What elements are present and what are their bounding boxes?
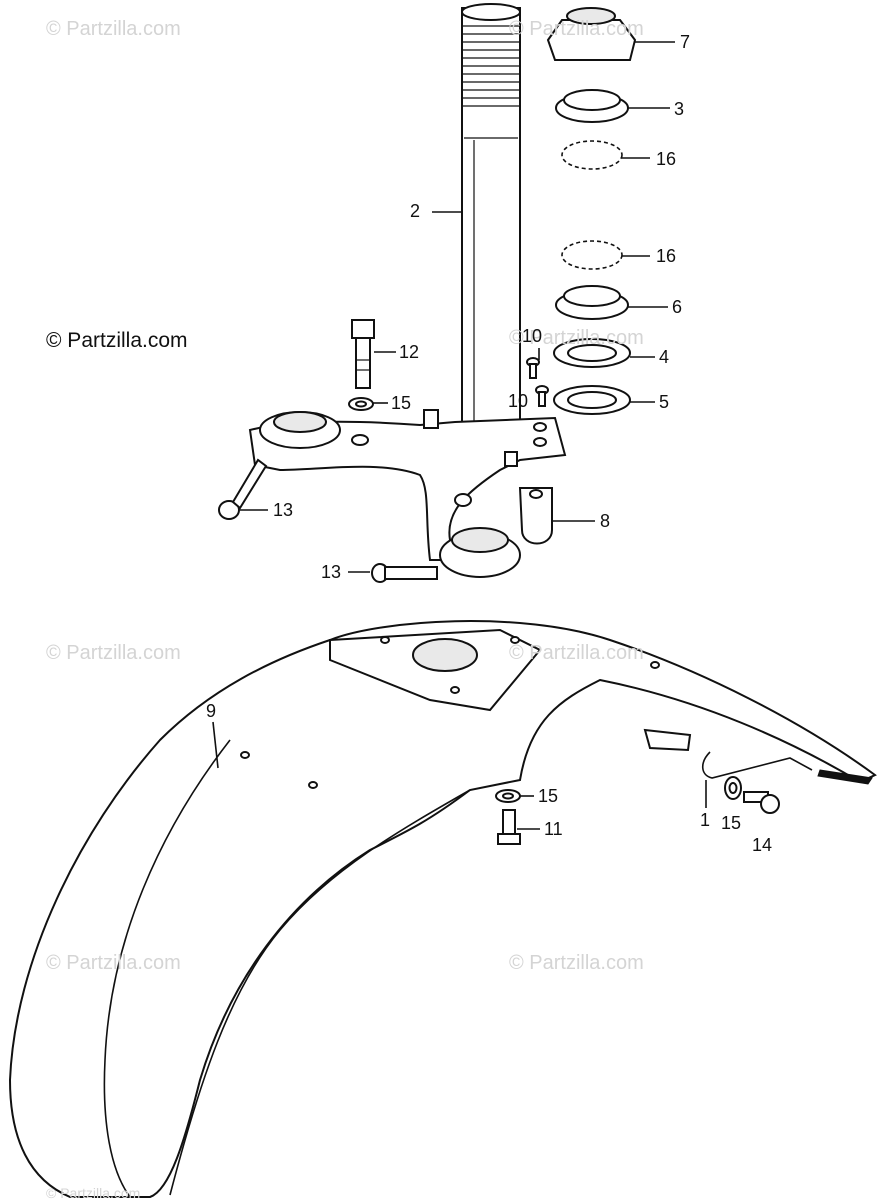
callout-10-lower[interactable]: 10: [508, 391, 529, 411]
under-bracket[interactable]: [248, 409, 567, 578]
callout-8[interactable]: 8: [600, 511, 611, 531]
watermark: © Partzilla.com: [509, 642, 644, 664]
bottom-cone-race-part-6[interactable]: [555, 285, 629, 320]
bolt-part-13-left[interactable]: [218, 458, 268, 520]
washer-part-15-middle[interactable]: [495, 789, 521, 803]
steering-stem-part-2[interactable]: [461, 3, 521, 449]
callout-14[interactable]: 14: [752, 835, 773, 855]
callout-16-upper[interactable]: 16: [656, 149, 677, 169]
callout-15-right[interactable]: 15: [721, 813, 742, 833]
copyright-text: © Partzilla.com: [46, 329, 188, 352]
bolt-part-11[interactable]: [497, 809, 521, 845]
callout-15-middle[interactable]: 15: [538, 786, 559, 806]
steel-balls-part-16-lower[interactable]: [561, 240, 623, 270]
dust-seal-part-4[interactable]: [553, 338, 631, 368]
washer-part-15-right[interactable]: [724, 776, 742, 800]
top-cone-race-part-3[interactable]: [555, 89, 629, 123]
watermark: © Partzilla.com: [46, 642, 181, 664]
callout-11[interactable]: 11: [544, 819, 563, 839]
watermark: © Partzilla.com: [46, 1185, 141, 1201]
callout-15-upper[interactable]: 15: [391, 393, 412, 413]
wire-clip-part-1[interactable]: [701, 751, 813, 779]
screw-part-10-lower[interactable]: [535, 385, 549, 407]
leader-lines: [212, 41, 707, 830]
callout-1[interactable]: 1: [700, 810, 711, 830]
callout-9[interactable]: 9: [206, 701, 217, 721]
screw-part-10-upper[interactable]: [526, 357, 540, 379]
bolt-part-14[interactable]: [743, 791, 780, 814]
watermark: © Partzilla.com: [46, 952, 181, 974]
callout-4[interactable]: 4: [659, 347, 670, 367]
callout-7[interactable]: 7: [680, 32, 691, 52]
washer-part-5[interactable]: [553, 385, 631, 415]
bolt-part-12[interactable]: [351, 319, 375, 389]
watermark: © Partzilla.com: [46, 18, 181, 40]
callout-2[interactable]: 2: [410, 201, 421, 221]
callout-3[interactable]: 3: [674, 99, 685, 119]
callout-6[interactable]: 6: [672, 297, 683, 317]
stem-nut-part-7[interactable]: [546, 7, 637, 61]
watermark: © Partzilla.com: [509, 327, 644, 349]
cable-guide-part-8[interactable]: [518, 487, 553, 545]
callout-5[interactable]: 5: [659, 392, 670, 412]
callout-13-lower[interactable]: 13: [321, 562, 342, 582]
callout-12[interactable]: 12: [399, 342, 420, 362]
watermark: © Partzilla.com: [509, 952, 644, 974]
watermark: © Partzilla.com: [509, 18, 644, 40]
front-fender-part-9[interactable]: [8, 620, 877, 1198]
callout-16-lower[interactable]: 16: [656, 246, 677, 266]
washer-part-15-upper[interactable]: [348, 397, 374, 411]
steel-balls-part-16-upper[interactable]: [561, 140, 623, 170]
callout-10-upper[interactable]: 10: [522, 326, 543, 346]
bolt-part-13-lower[interactable]: [371, 563, 438, 583]
callout-13-left[interactable]: 13: [273, 500, 294, 520]
